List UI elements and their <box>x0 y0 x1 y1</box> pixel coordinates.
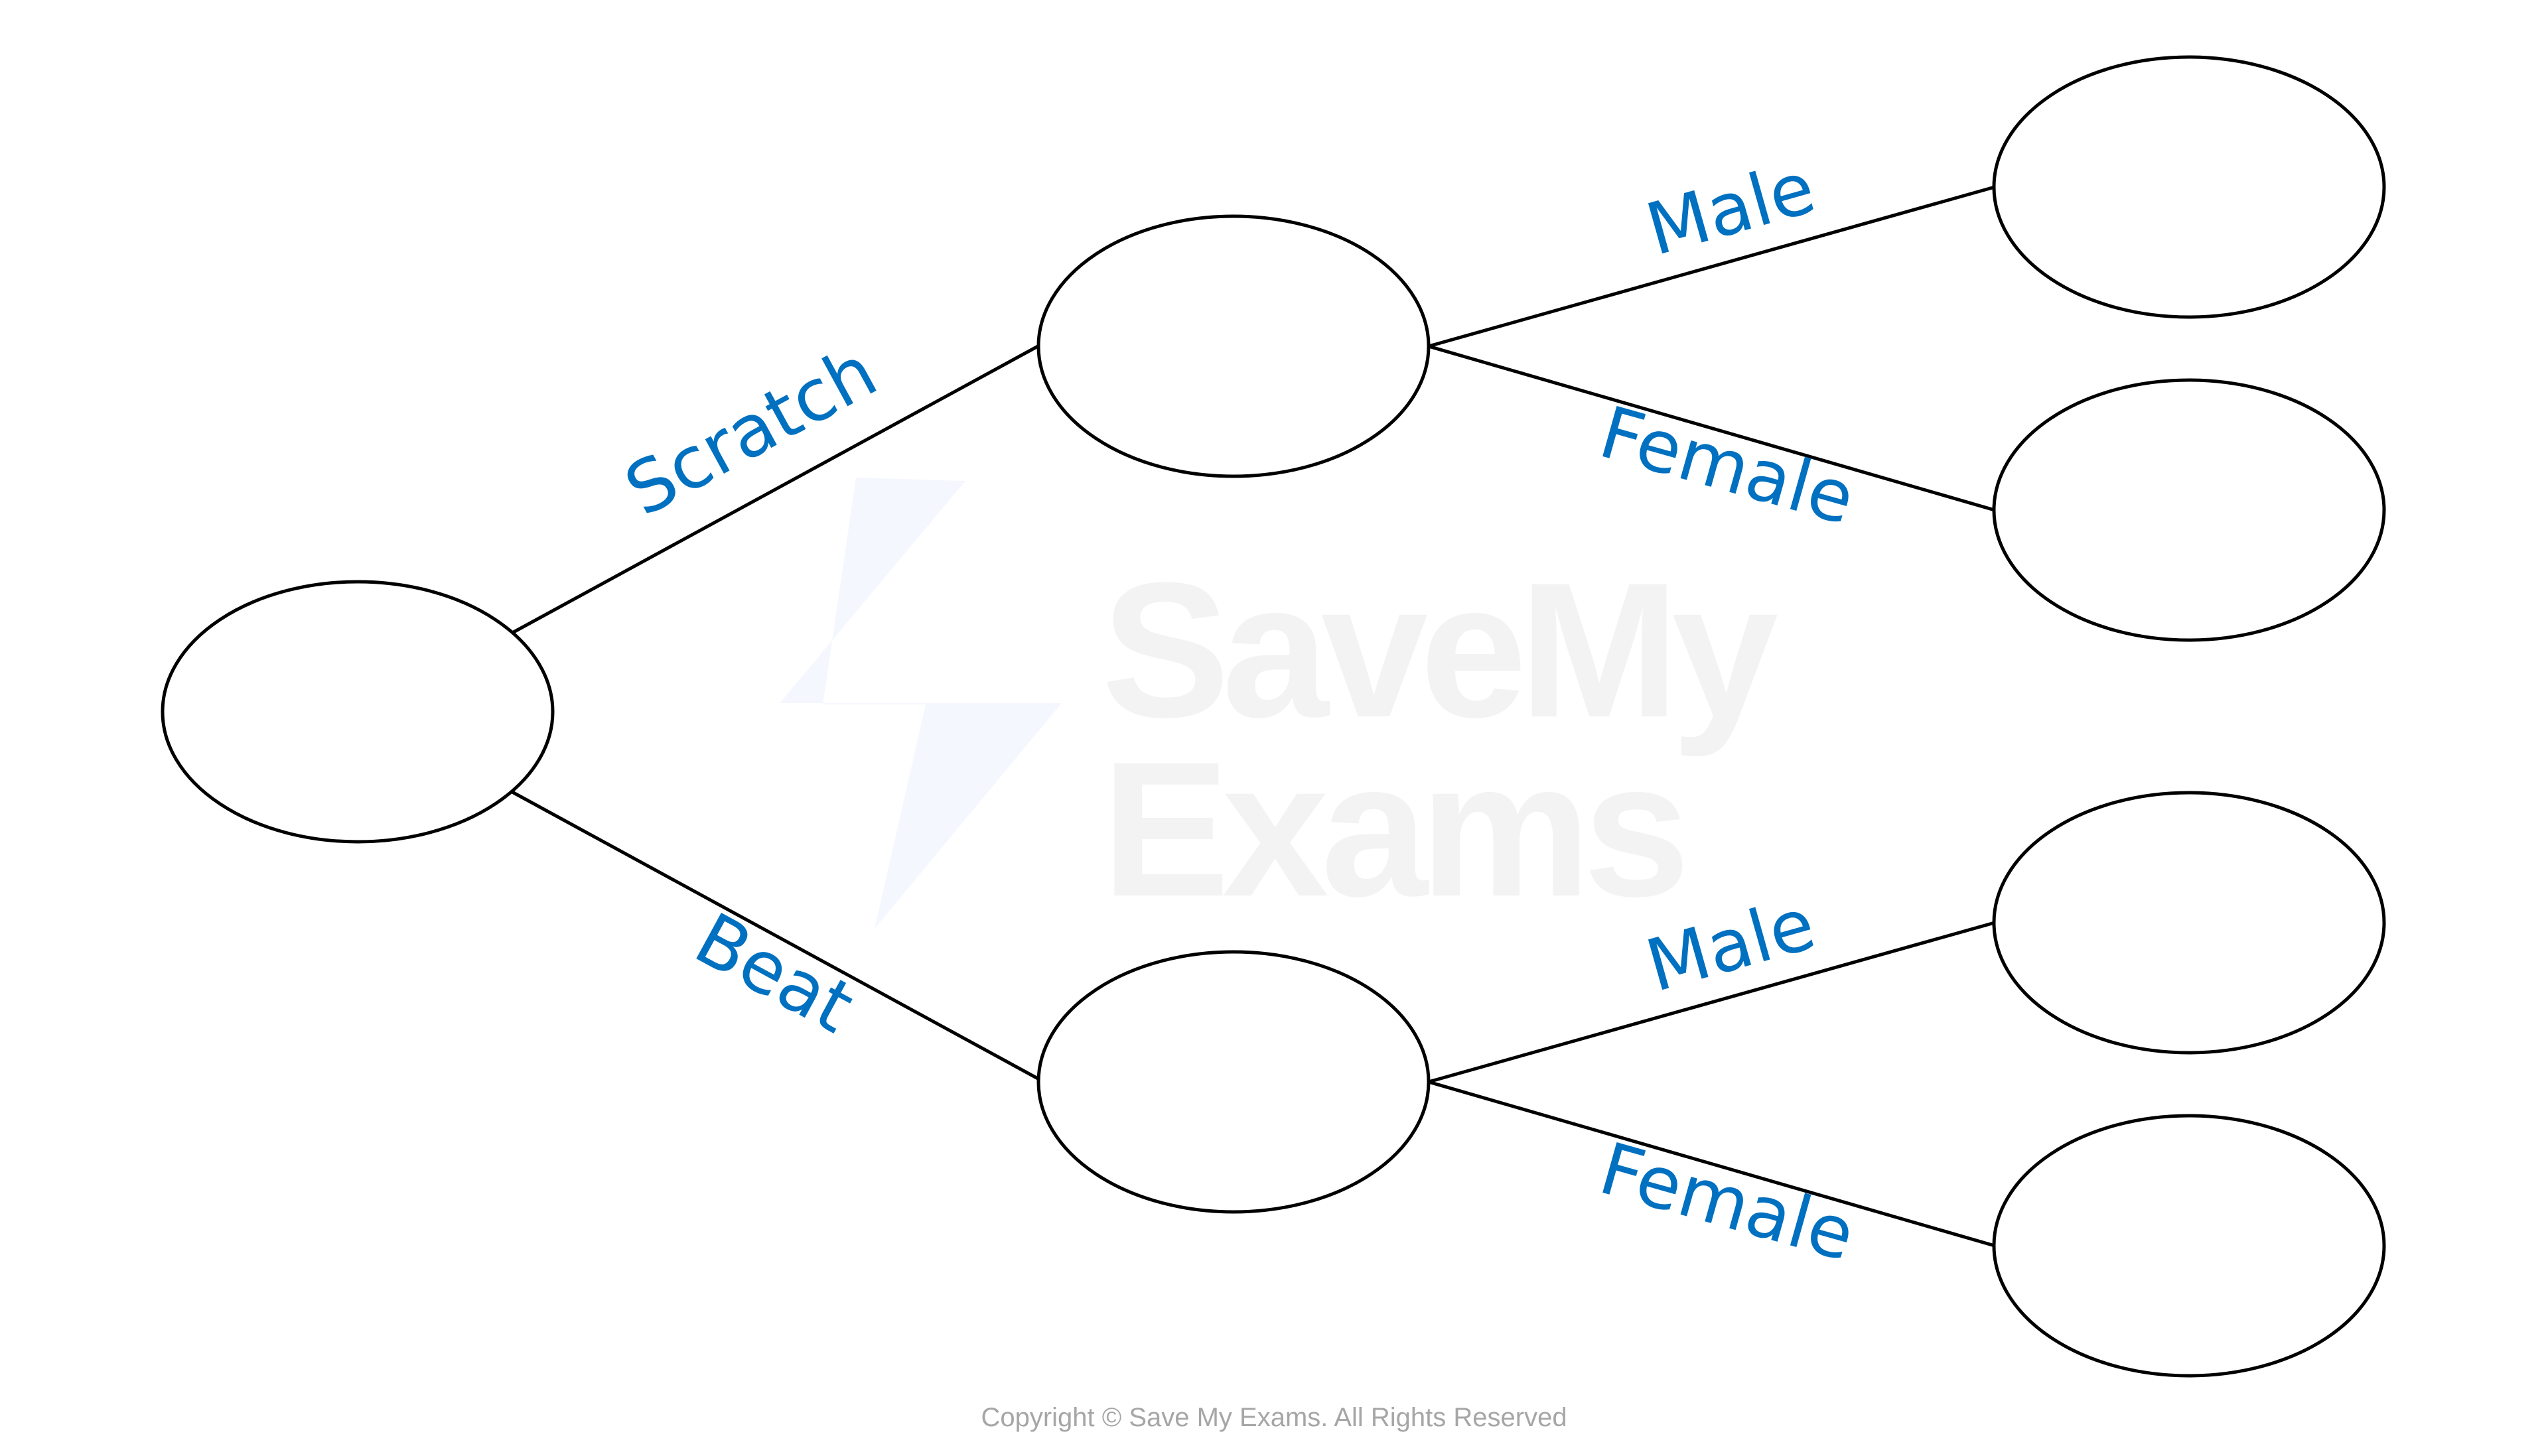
watermark-line2: Exams <box>1101 722 1690 937</box>
node-root[interactable] <box>161 580 555 844</box>
watermark-bolt-icon <box>780 478 1062 929</box>
branch-label-beat-male: Male <box>1638 882 1823 1008</box>
branch-label-scratch-female: Female <box>1591 391 1863 541</box>
branch-scratch <box>511 344 1040 635</box>
branch-scratch-female <box>1428 344 1995 512</box>
branch-label-beat-female: Female <box>1591 1128 1863 1278</box>
node-scratch[interactable] <box>1036 214 1431 478</box>
branch-beat-female <box>1428 1080 1995 1248</box>
branch-scratch-male <box>1428 185 1995 348</box>
branch-beat <box>511 790 1040 1081</box>
node-beat-male[interactable] <box>1992 791 2386 1055</box>
watermark-line1: SaveMy <box>1101 543 1778 758</box>
node-scratch-male[interactable] <box>1992 55 2386 319</box>
node-scratch-female[interactable] <box>1992 378 2386 642</box>
node-beat-female[interactable] <box>1992 1114 2386 1378</box>
node-beat[interactable] <box>1036 950 1431 1214</box>
branch-label-beat: Beat <box>682 897 867 1049</box>
copyright-notice: Copyright © Save My Exams. All Rights Re… <box>981 1403 1567 1432</box>
branch-beat-male <box>1428 921 1995 1084</box>
branch-label-scratch-male: Male <box>1638 146 1823 272</box>
